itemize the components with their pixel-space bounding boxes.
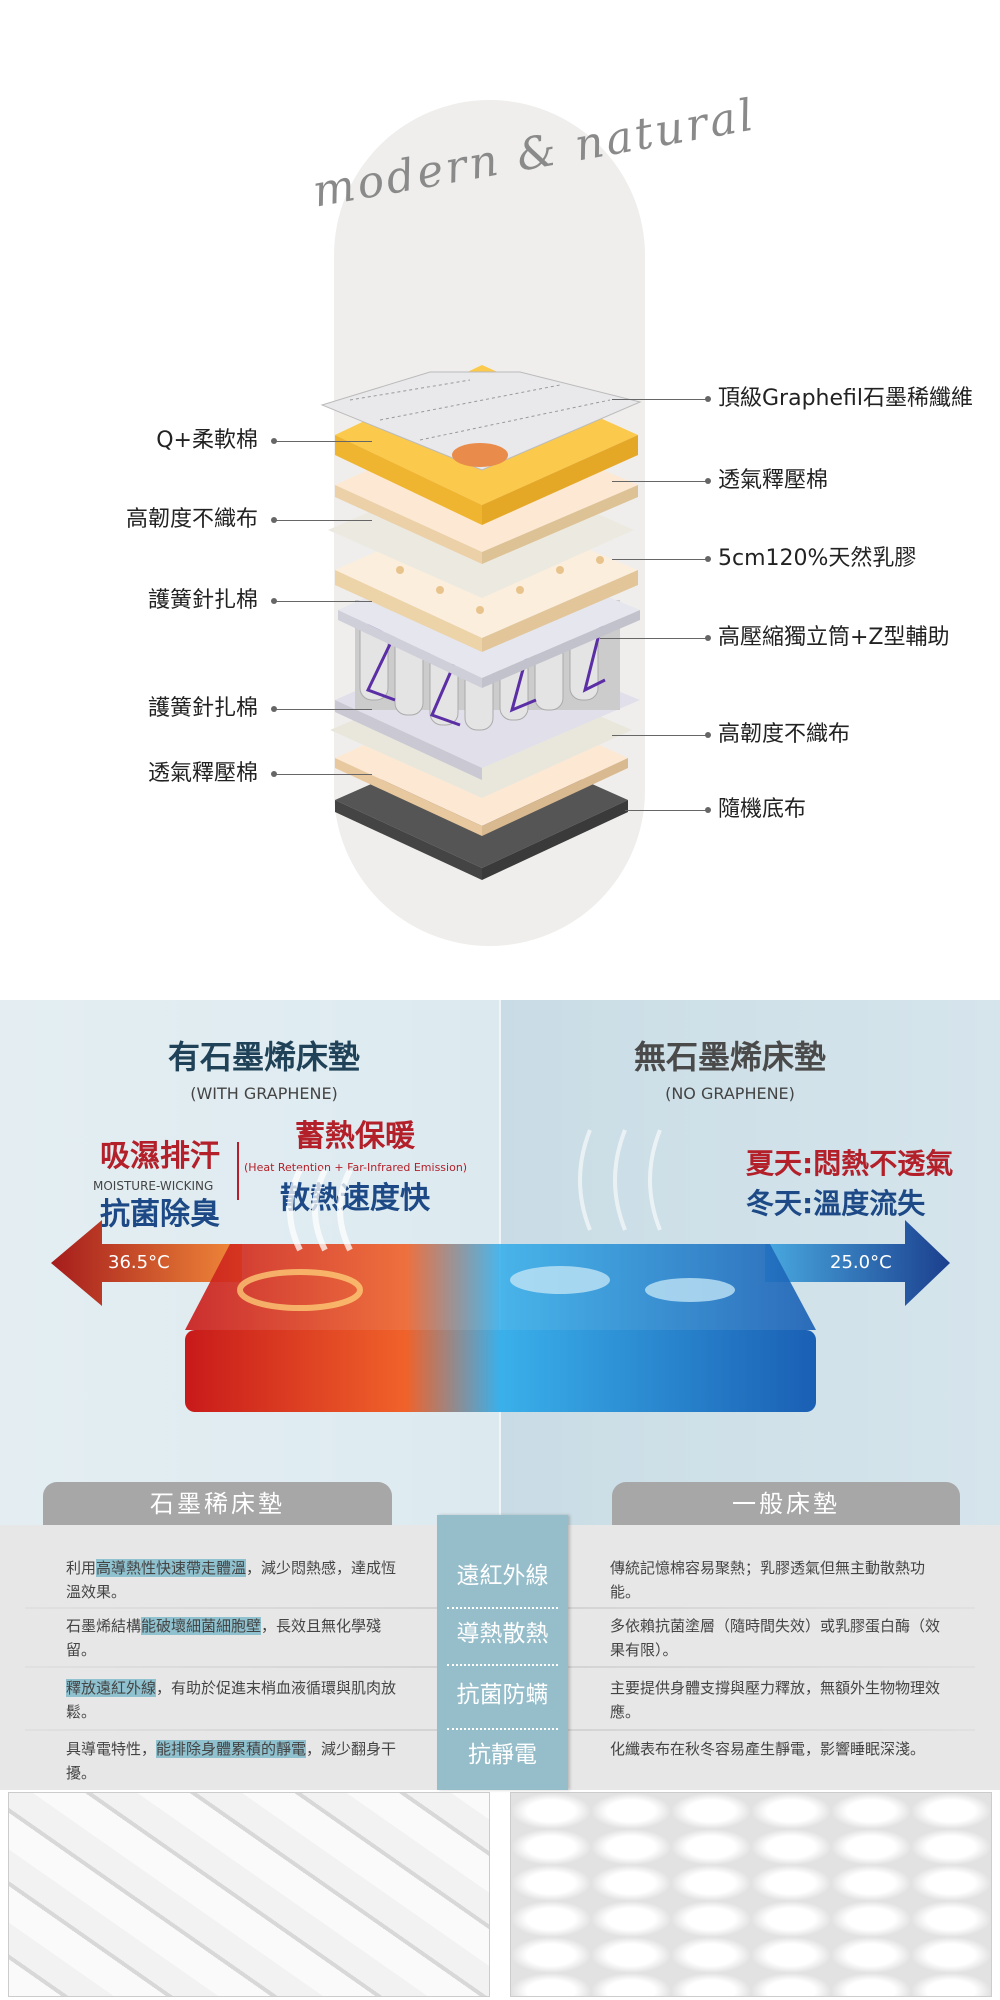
left-row: 釋放遠紅外線，有助於促進末梢血液循環與肌肉放鬆。 xyxy=(66,1679,397,1721)
layer-label-left: 護簧針扎棉 xyxy=(147,696,258,721)
layer-label-left: 高韌度不織布 xyxy=(125,507,258,532)
layer-label-right: 5cm120%天然乳膠 xyxy=(718,546,917,571)
left-arrow xyxy=(51,1220,242,1306)
right-arrow xyxy=(765,1220,950,1306)
layer-label-right: 高壓縮獨立筒+Z型輔助 xyxy=(718,625,950,650)
right-row: 化纖表布在秋冬容易產生靜電，影響睡眠深淺。 xyxy=(610,1740,926,1758)
category-column xyxy=(437,1515,568,1790)
layer-label-left: Q+柔軟棉 xyxy=(156,428,258,453)
winter-note: 冬天:溫度流失 xyxy=(746,1187,926,1220)
left-header: 石墨稀床墊 xyxy=(43,1482,392,1526)
comparison-section: 有石墨烯床墊 (WITH GRAPHENE) 無石墨烯床墊 (NO GRAPHE… xyxy=(0,1000,1000,1525)
feature-heat-retention-en: (Heat Retention + Far-Infrared Emission) xyxy=(244,1161,468,1174)
category: 抗靜電 xyxy=(468,1742,537,1768)
right-temperature: 25.0°C xyxy=(830,1252,892,1273)
left-temperature: 36.5°C xyxy=(108,1252,170,1273)
category: 抗菌防螨 xyxy=(456,1682,549,1708)
left-row: 利用高導熱性快速帶走體溫，減少悶熱感，達成恆溫效果。 xyxy=(66,1559,397,1601)
mattress-layers-illustration xyxy=(320,365,642,880)
right-title: 無石墨烯床墊 xyxy=(633,1038,827,1076)
layer-label-right: 頂級Graphefil石墨稀纖維 xyxy=(718,386,973,411)
layer-label-right: 隨機底布 xyxy=(718,797,807,822)
left-title: 有石墨烯床墊 xyxy=(167,1038,361,1076)
category: 導熱散熱 xyxy=(456,1621,549,1647)
layer-label-left: 護簧針扎棉 xyxy=(147,588,258,613)
layers-section: modern & natural Q+柔軟棉 高韌度不織布 護簧針扎棉 護簧針扎… xyxy=(125,89,973,946)
mattress-top xyxy=(185,1244,816,1330)
right-row: 多依賴抗菌塗層（隨時間失效）或乳膠蛋白酶（效果有限）。 xyxy=(610,1617,941,1659)
feature-heat-retention: 蓄熱保暖 xyxy=(295,1119,415,1154)
mattress-heat-illustration xyxy=(51,1129,950,1412)
regular-fabric-photo xyxy=(510,1792,992,1997)
summer-note: 夏天:悶熱不透氣 xyxy=(746,1147,954,1180)
layer-label-right: 透氣釋壓棉 xyxy=(718,468,829,493)
feature-antibacterial: 抗菌除臭 xyxy=(100,1197,220,1232)
left-row: 具導電特性，能排除身體累積的靜電，減少翻身干擾。 xyxy=(66,1740,397,1782)
left-row: 石墨烯結構能破壞細菌細胞壁，長效且無化學殘留。 xyxy=(66,1617,382,1659)
right-header: 一般床墊 xyxy=(612,1482,960,1526)
left-subtitle: (WITH GRAPHENE) xyxy=(190,1084,338,1103)
feature-moisture-en: MOISTURE-WICKING xyxy=(93,1179,214,1193)
graphene-top-fabric xyxy=(320,371,642,471)
category: 遠紅外線 xyxy=(456,1563,549,1589)
mattress-side xyxy=(185,1330,816,1412)
layer-label-right: 高韌度不織布 xyxy=(718,722,851,747)
right-row: 主要提供身體支撐與壓力釋放，無額外生物物理效應。 xyxy=(610,1679,941,1721)
feature-moisture: 吸濕排汗 xyxy=(100,1139,220,1174)
graphene-fabric-photo xyxy=(8,1792,490,1997)
right-subtitle: (NO GRAPHENE) xyxy=(665,1084,795,1103)
right-row: 傳統記憶棉容易聚熱；乳膠透氣但無主動散熱功能。 xyxy=(610,1559,926,1601)
layer-label-left: 透氣釋壓棉 xyxy=(147,761,258,786)
feature-heat-dissipation: 散熱速度快 xyxy=(280,1181,430,1216)
